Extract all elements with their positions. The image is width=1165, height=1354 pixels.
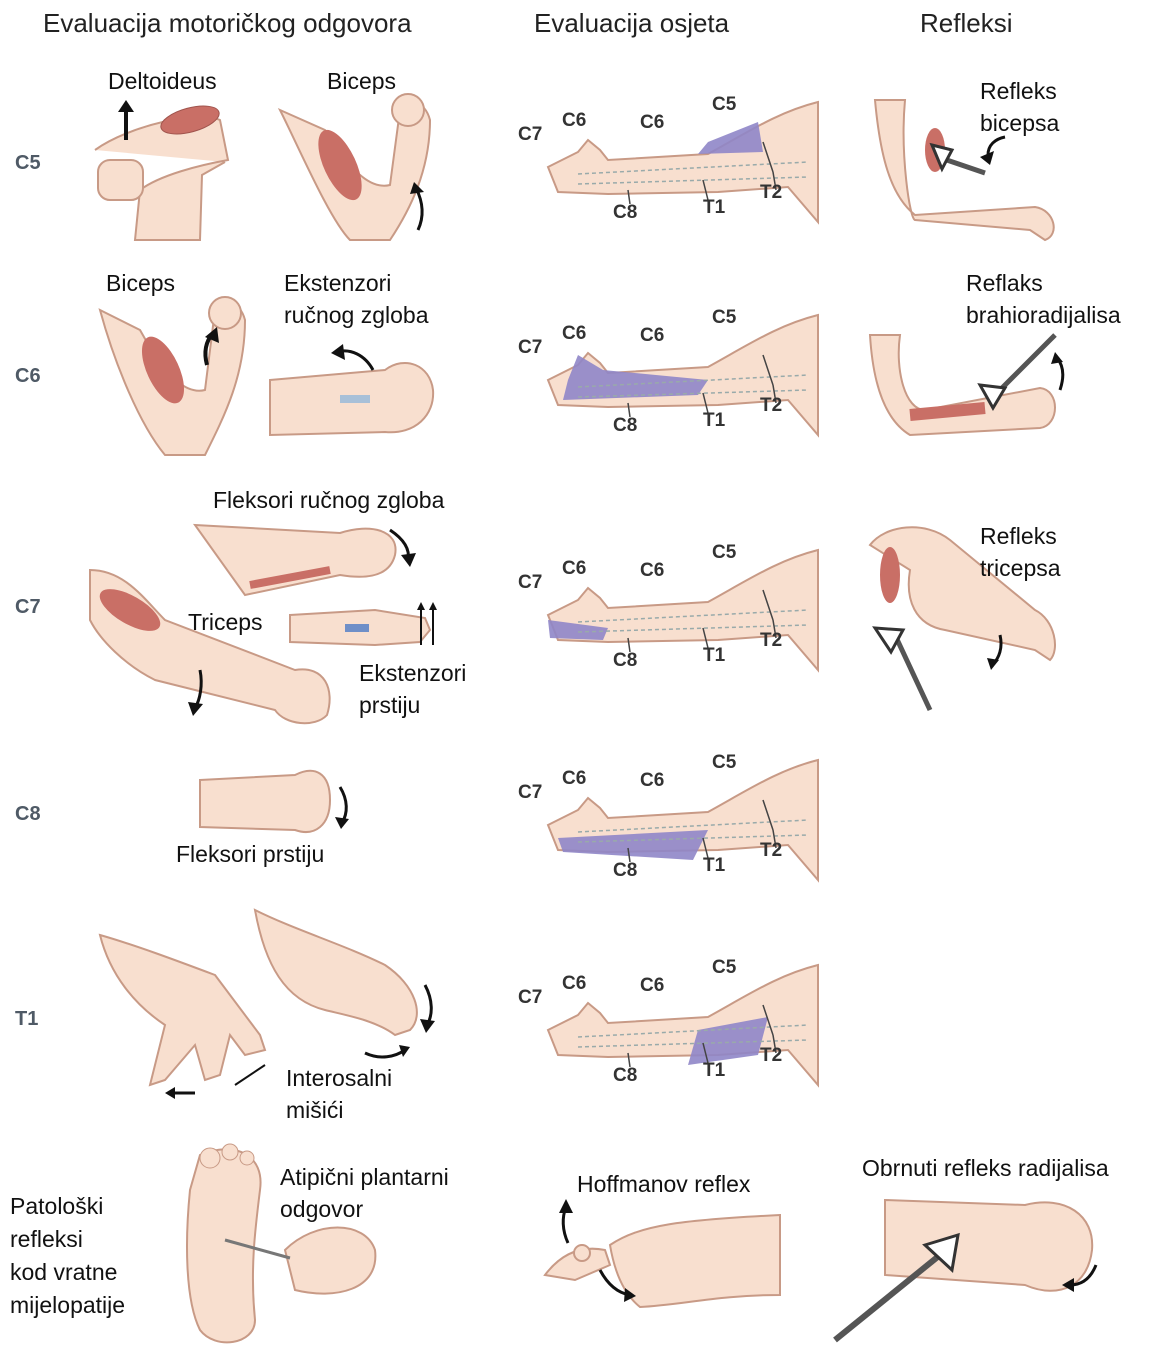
dermatome-label-t2: T2 <box>760 395 782 417</box>
dermatome-label-c6a: C6 <box>562 768 586 790</box>
hoffmann-illustration <box>540 1195 785 1320</box>
dermatome-label-c7: C7 <box>518 124 542 146</box>
dermatome-label-c6a: C6 <box>562 110 586 132</box>
dermatome-label-c7: C7 <box>518 782 542 804</box>
label-pathological-4: mijelopatije <box>10 1289 125 1321</box>
label-triceps-reflex-1: Refleks <box>980 520 1057 552</box>
dermatome-label-t1: T1 <box>703 1060 725 1082</box>
dermatome-label-c7: C7 <box>518 572 542 594</box>
label-deltoid: Deltoideus <box>108 65 217 97</box>
biceps-c5-illustration <box>280 90 440 250</box>
dermatome-label-c8: C8 <box>613 1065 637 1087</box>
dermatome-label-c6a: C6 <box>562 558 586 580</box>
dermatome-label-c6b: C6 <box>640 112 664 134</box>
dermatome-label-c5: C5 <box>712 307 736 329</box>
inverted-radial-reflex-illustration <box>830 1190 1105 1345</box>
dermatome-label-c6a: C6 <box>562 323 586 345</box>
label-inverted-radial: Obrnuti refleks radijalisa <box>862 1152 1109 1184</box>
brachioradialis-reflex-illustration <box>865 330 1065 445</box>
level-c6: C6 <box>15 365 41 388</box>
level-c5: C5 <box>15 152 41 175</box>
dermatome-label-t1: T1 <box>703 197 725 219</box>
dermatome-label-c8: C8 <box>613 650 637 672</box>
label-wrist-extensors-2: ručnog zgloba <box>284 299 429 331</box>
header-reflexes: Refleksi <box>920 8 1012 39</box>
dermatome-label-c7: C7 <box>518 337 542 359</box>
header-sensory: Evaluacija osjeta <box>534 8 729 39</box>
label-triceps-reflex-2: tricepsa <box>980 552 1061 584</box>
dermatome-label-c8: C8 <box>613 860 637 882</box>
dermatome-label-t2: T2 <box>760 182 782 204</box>
dermatome-label-t1: T1 <box>703 855 725 877</box>
dermatome-label-t2: T2 <box>760 630 782 652</box>
label-biceps-reflex-2: bicepsa <box>980 107 1059 139</box>
label-brachioradialis-reflex-1: Reflaks <box>966 267 1043 299</box>
label-biceps-c6: Biceps <box>106 267 175 299</box>
finger-extensors-illustration <box>285 600 445 655</box>
header-motor: Evaluacija motoričkog odgovora <box>43 8 412 39</box>
dermatome-label-c5: C5 <box>712 94 736 116</box>
dermatome-label-c6b: C6 <box>640 975 664 997</box>
dermatome-label-c6b: C6 <box>640 325 664 347</box>
level-c8: C8 <box>15 803 41 826</box>
wrist-extensors-illustration <box>265 340 440 445</box>
dermatome-label-t2: T2 <box>760 1045 782 1067</box>
label-pathological-1: Patološki <box>10 1190 103 1222</box>
dermatome-label-c5: C5 <box>712 542 736 564</box>
label-biceps-c5: Biceps <box>327 65 396 97</box>
dermatome-label-c7: C7 <box>518 987 542 1009</box>
deltoid-arm-illustration <box>90 90 240 240</box>
finger-flexors-illustration <box>195 765 360 840</box>
label-wrist-flexors: Fleksori ručnog zgloba <box>213 484 444 516</box>
label-triceps: Triceps <box>188 606 263 638</box>
label-finger-flexors: Fleksori prstiju <box>176 838 324 870</box>
label-pathological-2: refleksi <box>10 1223 83 1255</box>
dermatome-label-t1: T1 <box>703 645 725 667</box>
label-plantar-1: Atipični plantarni <box>280 1161 449 1193</box>
dermatome-label-c6b: C6 <box>640 560 664 582</box>
label-brachioradialis-reflex-2: brahioradijalisa <box>966 299 1121 331</box>
label-interossei-1: Interosalni <box>286 1062 392 1094</box>
label-pathological-3: kod vratne <box>10 1256 117 1288</box>
label-plantar-2: odgovor <box>280 1193 363 1225</box>
label-finger-extensors-2: prstiju <box>359 689 420 721</box>
dermatome-label-c8: C8 <box>613 202 637 224</box>
dermatome-label-c8: C8 <box>613 415 637 437</box>
label-finger-extensors-1: Ekstenzori <box>359 657 466 689</box>
dermatome-label-c5: C5 <box>712 752 736 774</box>
label-hoffmann: Hoffmanov reflex <box>577 1168 750 1200</box>
dermatome-label-t1: T1 <box>703 410 725 432</box>
dermatome-label-c5: C5 <box>712 957 736 979</box>
level-c7: C7 <box>15 596 41 619</box>
label-interossei-2: mišići <box>286 1094 344 1126</box>
label-biceps-reflex-1: Refleks <box>980 75 1057 107</box>
level-t1: T1 <box>15 1008 38 1031</box>
biceps-c6-illustration <box>95 295 255 460</box>
dermatome-label-c6a: C6 <box>562 973 586 995</box>
dermatome-label-c6b: C6 <box>640 770 664 792</box>
dermatome-label-t2: T2 <box>760 840 782 862</box>
label-wrist-extensors-1: Ekstenzori <box>284 267 391 299</box>
